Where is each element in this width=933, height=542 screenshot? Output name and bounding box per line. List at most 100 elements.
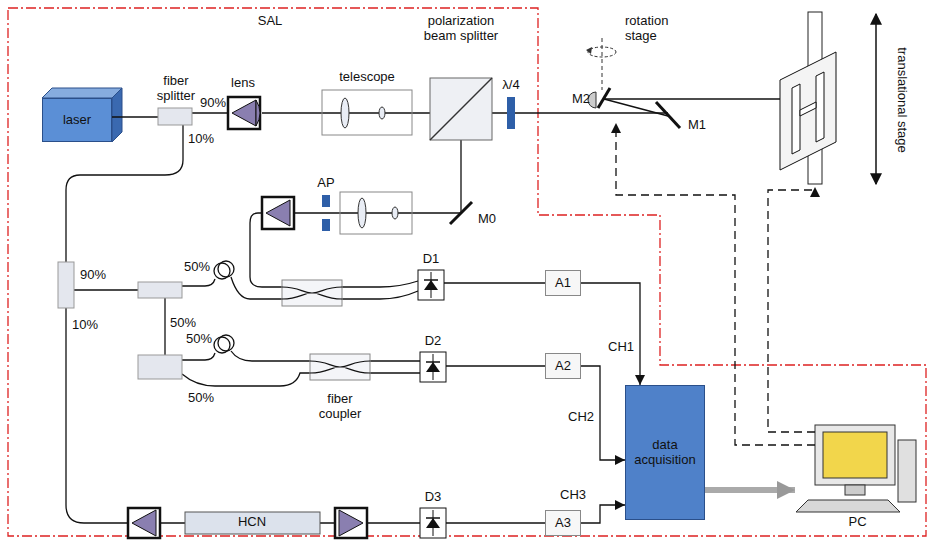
illustration-part	[426, 362, 440, 372]
part-label: 90%	[200, 96, 226, 111]
part-label: λ/4	[502, 78, 519, 93]
illustration-part	[112, 88, 122, 142]
illustration-part	[420, 508, 446, 538]
illustration-part	[341, 98, 349, 128]
part-label: 50%	[188, 391, 214, 406]
illustration-part	[898, 440, 916, 502]
part-label: fiber coupler	[313, 392, 368, 422]
part-label: D1	[423, 252, 440, 267]
illustration-part	[185, 512, 320, 534]
illustration-part	[426, 518, 440, 528]
illustration-part	[420, 508, 446, 538]
illustration-part	[231, 351, 310, 361]
node-text: laser	[63, 113, 91, 128]
illustration-part	[42, 88, 122, 98]
signal-connector	[581, 505, 625, 523]
part-label: rotation stage	[625, 14, 685, 44]
illustration-part	[342, 281, 418, 287]
telescope-2	[340, 192, 412, 234]
illustration-part	[218, 261, 234, 277]
illustration-part	[339, 510, 363, 536]
illustration-part	[310, 354, 370, 380]
fiber-splitters	[58, 108, 192, 379]
illustration-part	[367, 522, 420, 523]
illustration-part	[66, 308, 128, 523]
illustration-part	[335, 508, 367, 538]
illustration-part	[182, 353, 215, 360]
aperture	[322, 195, 330, 231]
quarter-wave-plate	[507, 97, 515, 129]
illustration-part	[218, 335, 234, 351]
illustration-part	[845, 485, 865, 495]
part-label: 10%	[188, 132, 214, 147]
illustration-part	[418, 270, 444, 300]
illustration-part	[424, 280, 438, 290]
illustration-part	[823, 432, 887, 478]
illustration-part	[392, 207, 398, 219]
illustration-part	[182, 279, 215, 286]
part-label: 90%	[80, 268, 106, 283]
fiber-couplers	[282, 280, 370, 380]
illustration-part	[796, 500, 900, 512]
illustration-part	[588, 47, 616, 57]
part-label: 50%	[186, 332, 212, 347]
illustration-part	[379, 107, 385, 119]
illustration-part	[266, 200, 290, 226]
illustration-part	[816, 72, 824, 142]
illustration-part	[262, 197, 294, 229]
part-label: polarization beam splitter	[411, 14, 511, 44]
illustration-part	[430, 78, 492, 140]
computer-node: PC	[795, 418, 920, 534]
illustration-part	[598, 88, 610, 108]
hcn-cell	[128, 508, 367, 538]
illustration-part	[815, 425, 895, 485]
channel-label: CH2	[566, 410, 596, 425]
illustration-part	[322, 219, 330, 231]
part-label: 10%	[72, 318, 98, 333]
illustration-part	[182, 373, 310, 386]
illustration-part	[420, 352, 446, 382]
collimator-lens-2	[262, 197, 294, 229]
illustration-part	[231, 277, 282, 299]
part-label: M1	[688, 118, 706, 133]
illustration-part	[370, 372, 420, 373]
part-label: D3	[425, 490, 442, 505]
part-label: 50%	[184, 260, 210, 275]
instrument-box: A1	[545, 270, 581, 296]
illustration-part	[58, 262, 74, 308]
translational-stage-target	[780, 12, 876, 184]
illustration-part	[792, 84, 800, 154]
part-label: HCN	[238, 515, 266, 530]
part-label: lens	[231, 76, 255, 91]
illustration-part	[8, 8, 926, 536]
illustration-part	[282, 280, 342, 306]
part-label: AP	[317, 176, 334, 191]
collimator-lens	[228, 97, 260, 129]
part-label: fiber splitter	[146, 74, 206, 104]
illustration-part	[768, 188, 815, 432]
illustration-part	[602, 38, 603, 90]
illustration-part	[138, 355, 182, 379]
illustration-part	[322, 90, 412, 135]
fibers	[66, 113, 545, 523]
sal-region-border	[8, 8, 926, 536]
illustration-part	[426, 517, 440, 519]
part-label: D2	[425, 334, 442, 349]
illustration-part	[232, 100, 256, 126]
node-text: A2	[555, 359, 571, 374]
illustration-part	[358, 198, 366, 228]
illustration-part	[424, 279, 438, 281]
part-label: translational stage	[895, 47, 910, 153]
illustration-part	[446, 522, 545, 523]
node-text: A1	[555, 276, 571, 291]
illustration-part	[586, 47, 592, 54]
illustration-part	[604, 98, 796, 99]
illustration-part	[322, 195, 330, 207]
signal-connector	[581, 283, 640, 385]
part-label: 50%	[170, 316, 196, 331]
illustration-part	[74, 289, 138, 290]
illustration-part	[228, 97, 260, 129]
illustration-part	[128, 508, 160, 538]
